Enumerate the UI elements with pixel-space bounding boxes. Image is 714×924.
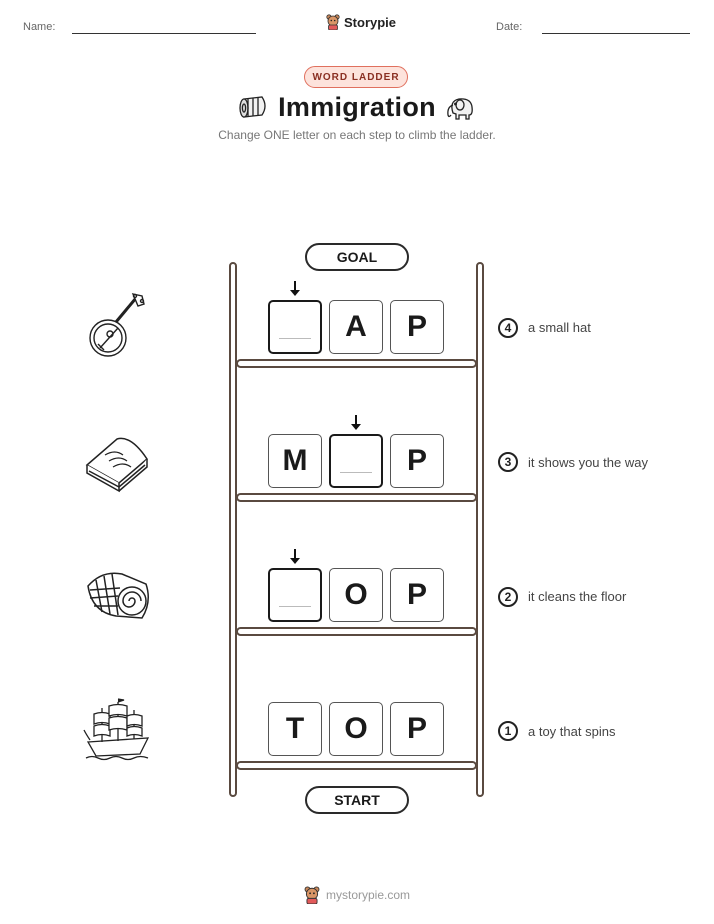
letter-tile: P [390,568,444,622]
letter-tile: O [329,568,383,622]
date-field[interactable] [542,33,690,34]
rolled-rug-title-icon [239,96,266,118]
page-title: Immigration [278,92,436,122]
bear-mascot-icon [326,14,340,30]
letter-tile: P [390,702,444,756]
ladder-rung [236,761,477,770]
clue-text: it cleans the floor [528,589,627,604]
name-label: Name: [23,21,56,33]
step-number: 2 [498,587,518,607]
brand-name: Storypie [344,14,397,30]
ladder-rung [236,359,477,368]
ladder-rail-left [229,262,237,797]
letter-blank[interactable] [268,300,322,354]
elephant-title-icon [447,98,473,120]
banjo-icon [89,293,145,357]
letter-tile: T [268,702,322,756]
footer-url[interactable]: mystorypie.com [325,888,411,902]
brand-logo: Storypie [326,14,396,30]
letter-blank[interactable] [329,434,383,488]
letter-tile: P [390,434,444,488]
letter-tile: O [329,702,383,756]
arrow-down-icon [351,415,361,430]
ladder-rail-right [476,262,484,797]
ladder-rung [236,493,477,502]
step-number: 4 [498,318,518,338]
letter-tile: M [268,434,322,488]
step-number: 1 [498,721,518,741]
instructions: Change ONE letter on each step to climb … [218,128,496,142]
bear-mascot-icon [304,886,320,904]
letter-blank[interactable] [268,568,322,622]
ladder-rung [236,627,477,636]
word-ladder-badge: WORD LADDER [304,66,408,88]
start-label: START [305,786,409,814]
sailing-ship-icon [83,698,150,761]
rolled-rug-icon [87,572,149,619]
footer: mystorypie.com [0,886,714,904]
goal-label: GOAL [305,243,409,271]
letter-tile: A [329,300,383,354]
arrow-down-icon [290,281,300,296]
date-label: Date: [496,21,523,33]
clue-text: a small hat [528,320,591,335]
clue-text: it shows you the way [528,455,648,470]
letter-tile: P [390,300,444,354]
book-icon [85,437,148,493]
arrow-down-icon [290,549,300,564]
clue-text: a toy that spins [528,724,616,739]
step-number: 3 [498,452,518,472]
name-field[interactable] [72,33,256,34]
